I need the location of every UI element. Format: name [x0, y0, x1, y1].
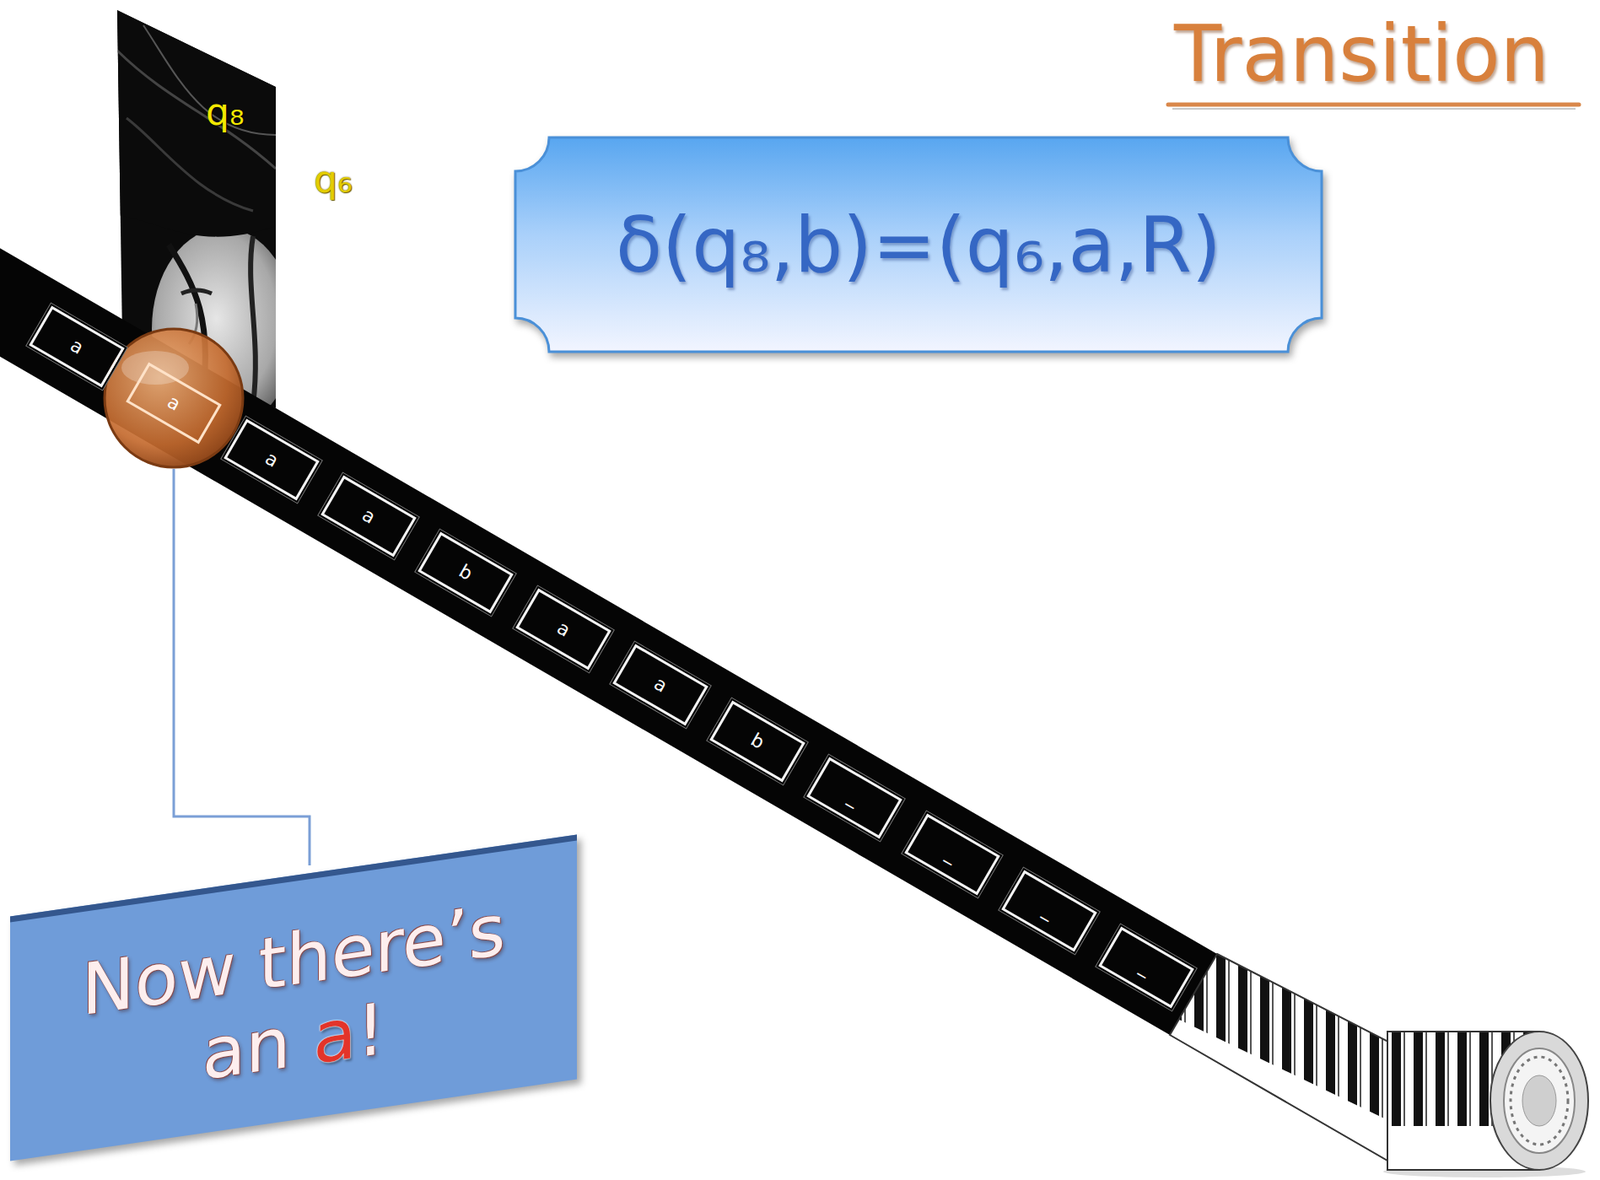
tape-cell-text: _ — [845, 787, 864, 809]
transition-box: δ(q₈,b)=(q₆,a,R) — [515, 137, 1322, 352]
state-label: q₆ — [313, 160, 353, 200]
tape-cell-text: b — [456, 561, 476, 584]
tape-cell-text: a — [67, 335, 87, 358]
tape-cell-text: _ — [942, 844, 961, 866]
piano-strip — [1163, 944, 1401, 1173]
transition-box-text: δ(q₈,b)=(q₆,a,R) — [615, 203, 1222, 287]
tape-cell-text: b — [748, 730, 768, 753]
tape-cell-text: a — [553, 618, 573, 641]
callout-box-text: Now there’s an a! — [40, 883, 547, 1120]
callout-box: Now there’s an a! — [10, 835, 577, 1162]
slide-title: Transition — [1174, 11, 1550, 97]
title-underline-shadow — [1172, 107, 1576, 110]
tape-cell-text: a — [359, 505, 379, 528]
highlight-letter: a — [312, 991, 356, 1080]
tape-cell-text: _ — [1137, 957, 1156, 979]
state-label: q₈ — [205, 92, 245, 132]
tape-cell-text: a — [261, 448, 281, 471]
tape-cell-text: _ — [1040, 900, 1059, 922]
tape-cell-text: a — [650, 673, 670, 696]
tape-head — [104, 328, 243, 468]
leader-line — [173, 468, 310, 866]
title-underline — [1168, 102, 1579, 108]
tape-cell-text: a — [164, 392, 184, 415]
tape-roll — [1387, 1031, 1589, 1170]
